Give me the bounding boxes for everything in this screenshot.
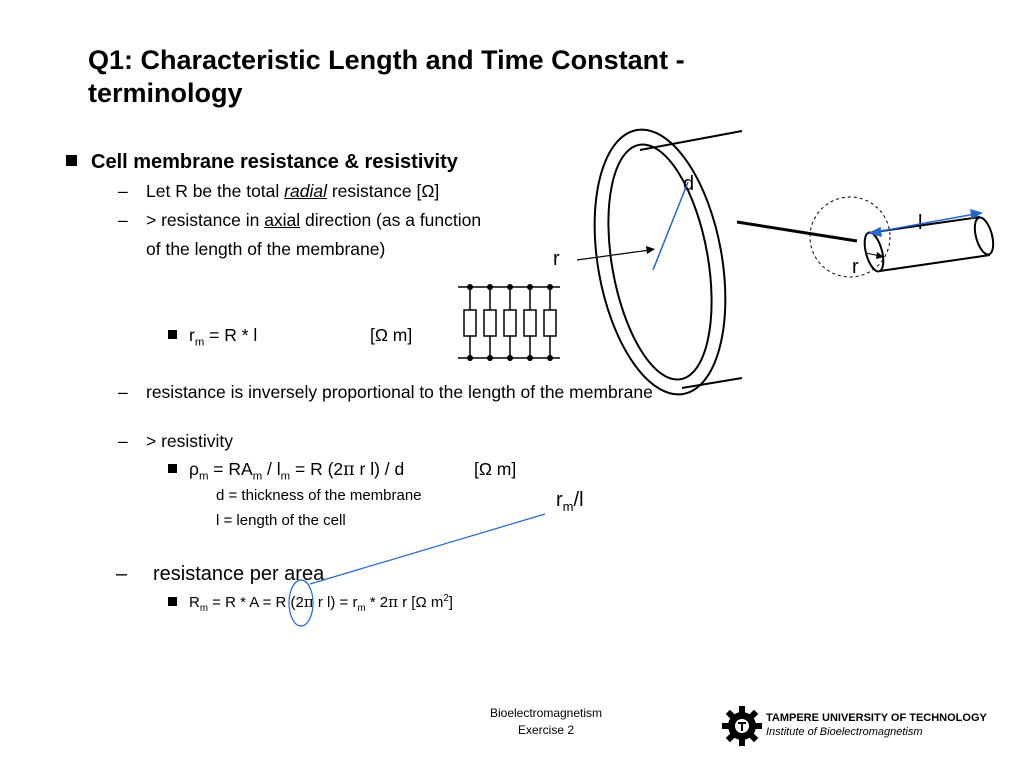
- bullet-square-icon: [168, 596, 177, 606]
- label-rm-per-l: rm/l: [556, 489, 584, 514]
- bullet-square-icon: [66, 155, 77, 167]
- large-cylinder: [593, 128, 858, 396]
- def-l: l = length of the cell: [216, 512, 346, 529]
- bullet-axial: –: [118, 210, 128, 230]
- bullet-cell-membrane: Cell membrane resistance & resistivity: [66, 151, 458, 174]
- footer-institute: Institute of Bioelectromagnetism: [766, 726, 923, 738]
- connector-line: [309, 513, 546, 585]
- bullet-radial-text: Let R be the total radial resistance [Ω]: [146, 181, 440, 201]
- slide-title: Q1: Characteristic Length and Time Const…: [88, 44, 788, 110]
- bullet-per-area-dash: –: [116, 563, 128, 585]
- formula-rho-unit: [Ω m]: [474, 459, 517, 479]
- formula-rm: rm = R * l: [168, 325, 257, 349]
- title-line-1: Q1: Characteristic Length and Time Const…: [88, 45, 685, 75]
- label-r: r: [553, 248, 560, 270]
- bullet-inverse-dash: –: [118, 382, 128, 402]
- bullet-resistivity: > resistivity: [146, 431, 234, 451]
- title-line-2: terminology: [88, 78, 243, 108]
- bullet-inverse: resistance is inversely proportional to …: [146, 382, 653, 402]
- formula-Rm: Rm = R * A = R (2π r l) = rm * 2π r [Ω m…: [168, 593, 453, 614]
- footer-university: TAMPERE UNIVERSITY OF TECHNOLOGY: [766, 712, 987, 724]
- arrow-r: [576, 246, 655, 261]
- label-r-small: r: [852, 256, 859, 278]
- resistor-ladder-icon: [458, 284, 560, 361]
- bullet-axial-text: > resistance in axial direction (as a fu…: [146, 210, 482, 230]
- small-cylinder: [863, 216, 995, 273]
- label-l: l: [918, 212, 923, 234]
- footer-course: Bioelectromagnetism: [489, 706, 603, 720]
- bullet-radial: –: [118, 181, 128, 201]
- arrow-r-small: [865, 252, 884, 259]
- formula-rm-unit: [Ω m]: [370, 325, 413, 345]
- arrow-l: [867, 208, 983, 238]
- bullet-per-area: resistance per area: [153, 563, 325, 585]
- highlight-ellipse: [288, 579, 314, 627]
- label-d: d: [683, 173, 695, 195]
- bullet-square-icon: [168, 329, 177, 339]
- radius-blue-line: [652, 181, 689, 271]
- def-d: d = thickness of the membrane: [216, 487, 422, 504]
- footer-exercise: Exercise 2: [517, 723, 575, 737]
- bullet-square-icon: [168, 463, 177, 473]
- tut-gear-logo-icon: [722, 706, 762, 746]
- bullet-resistivity-dash: –: [118, 431, 128, 451]
- zoom-circle: [809, 196, 891, 278]
- formula-rho: ρm = RAm / lm = R (2π r l) / d: [168, 459, 404, 483]
- bullet-axial-text-line2: of the length of the membrane): [146, 239, 386, 259]
